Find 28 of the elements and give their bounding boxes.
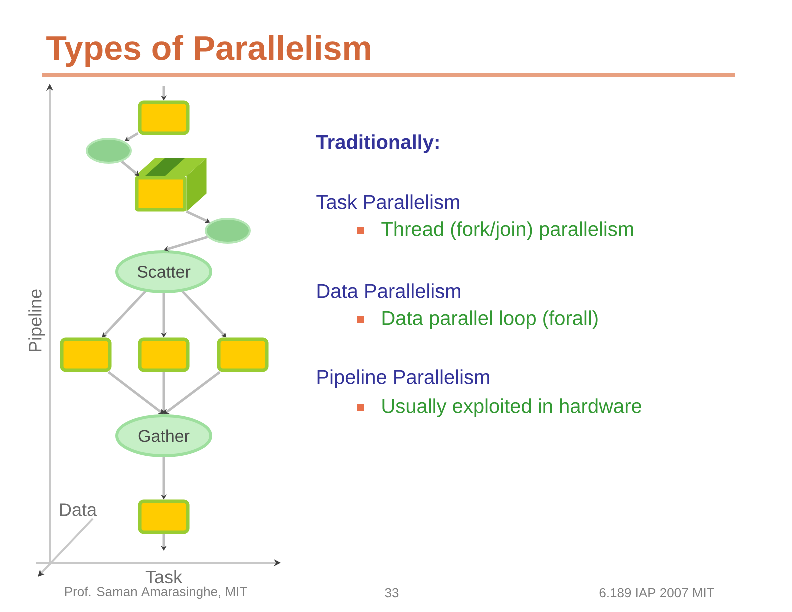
arrow [164, 371, 221, 414]
slide-title: Types of Parallelism [46, 35, 370, 68]
section-heading: Traditionally: [316, 134, 439, 154]
arrow [164, 236, 208, 252]
oval-node: Gather [116, 414, 212, 458]
axis-label: Data [60, 504, 97, 516]
task-box [60, 338, 112, 372]
axis-label: Pipeline [28, 290, 46, 352]
task-box [138, 100, 190, 136]
task-box [138, 338, 190, 372]
axis-label: Task [146, 570, 183, 584]
oval-node: Scatter [116, 250, 212, 294]
page-number: 33 [385, 588, 399, 598]
small-oval [205, 218, 251, 244]
small-oval [86, 138, 132, 164]
bullet-text: Thread (fork/join) parallelism [382, 222, 634, 240]
arrow [108, 371, 164, 414]
heading-text: Pipeline Parallelism [318, 370, 490, 388]
task-box [217, 338, 269, 372]
cube-box [135, 158, 207, 212]
bullet-text: Usually exploited in hardware [382, 398, 642, 418]
bullet-text: Data parallel loop (forall) [382, 310, 598, 330]
footer-text: 6.189 IAP 2007 MIT [600, 588, 714, 598]
footer-text: Prof. Saman Amarasinghe, MIT [65, 586, 248, 600]
heading-text: Data Parallelism [318, 284, 460, 298]
task-box [138, 500, 190, 534]
arrow [102, 290, 146, 338]
heading-text: Task Parallelism [316, 194, 460, 210]
